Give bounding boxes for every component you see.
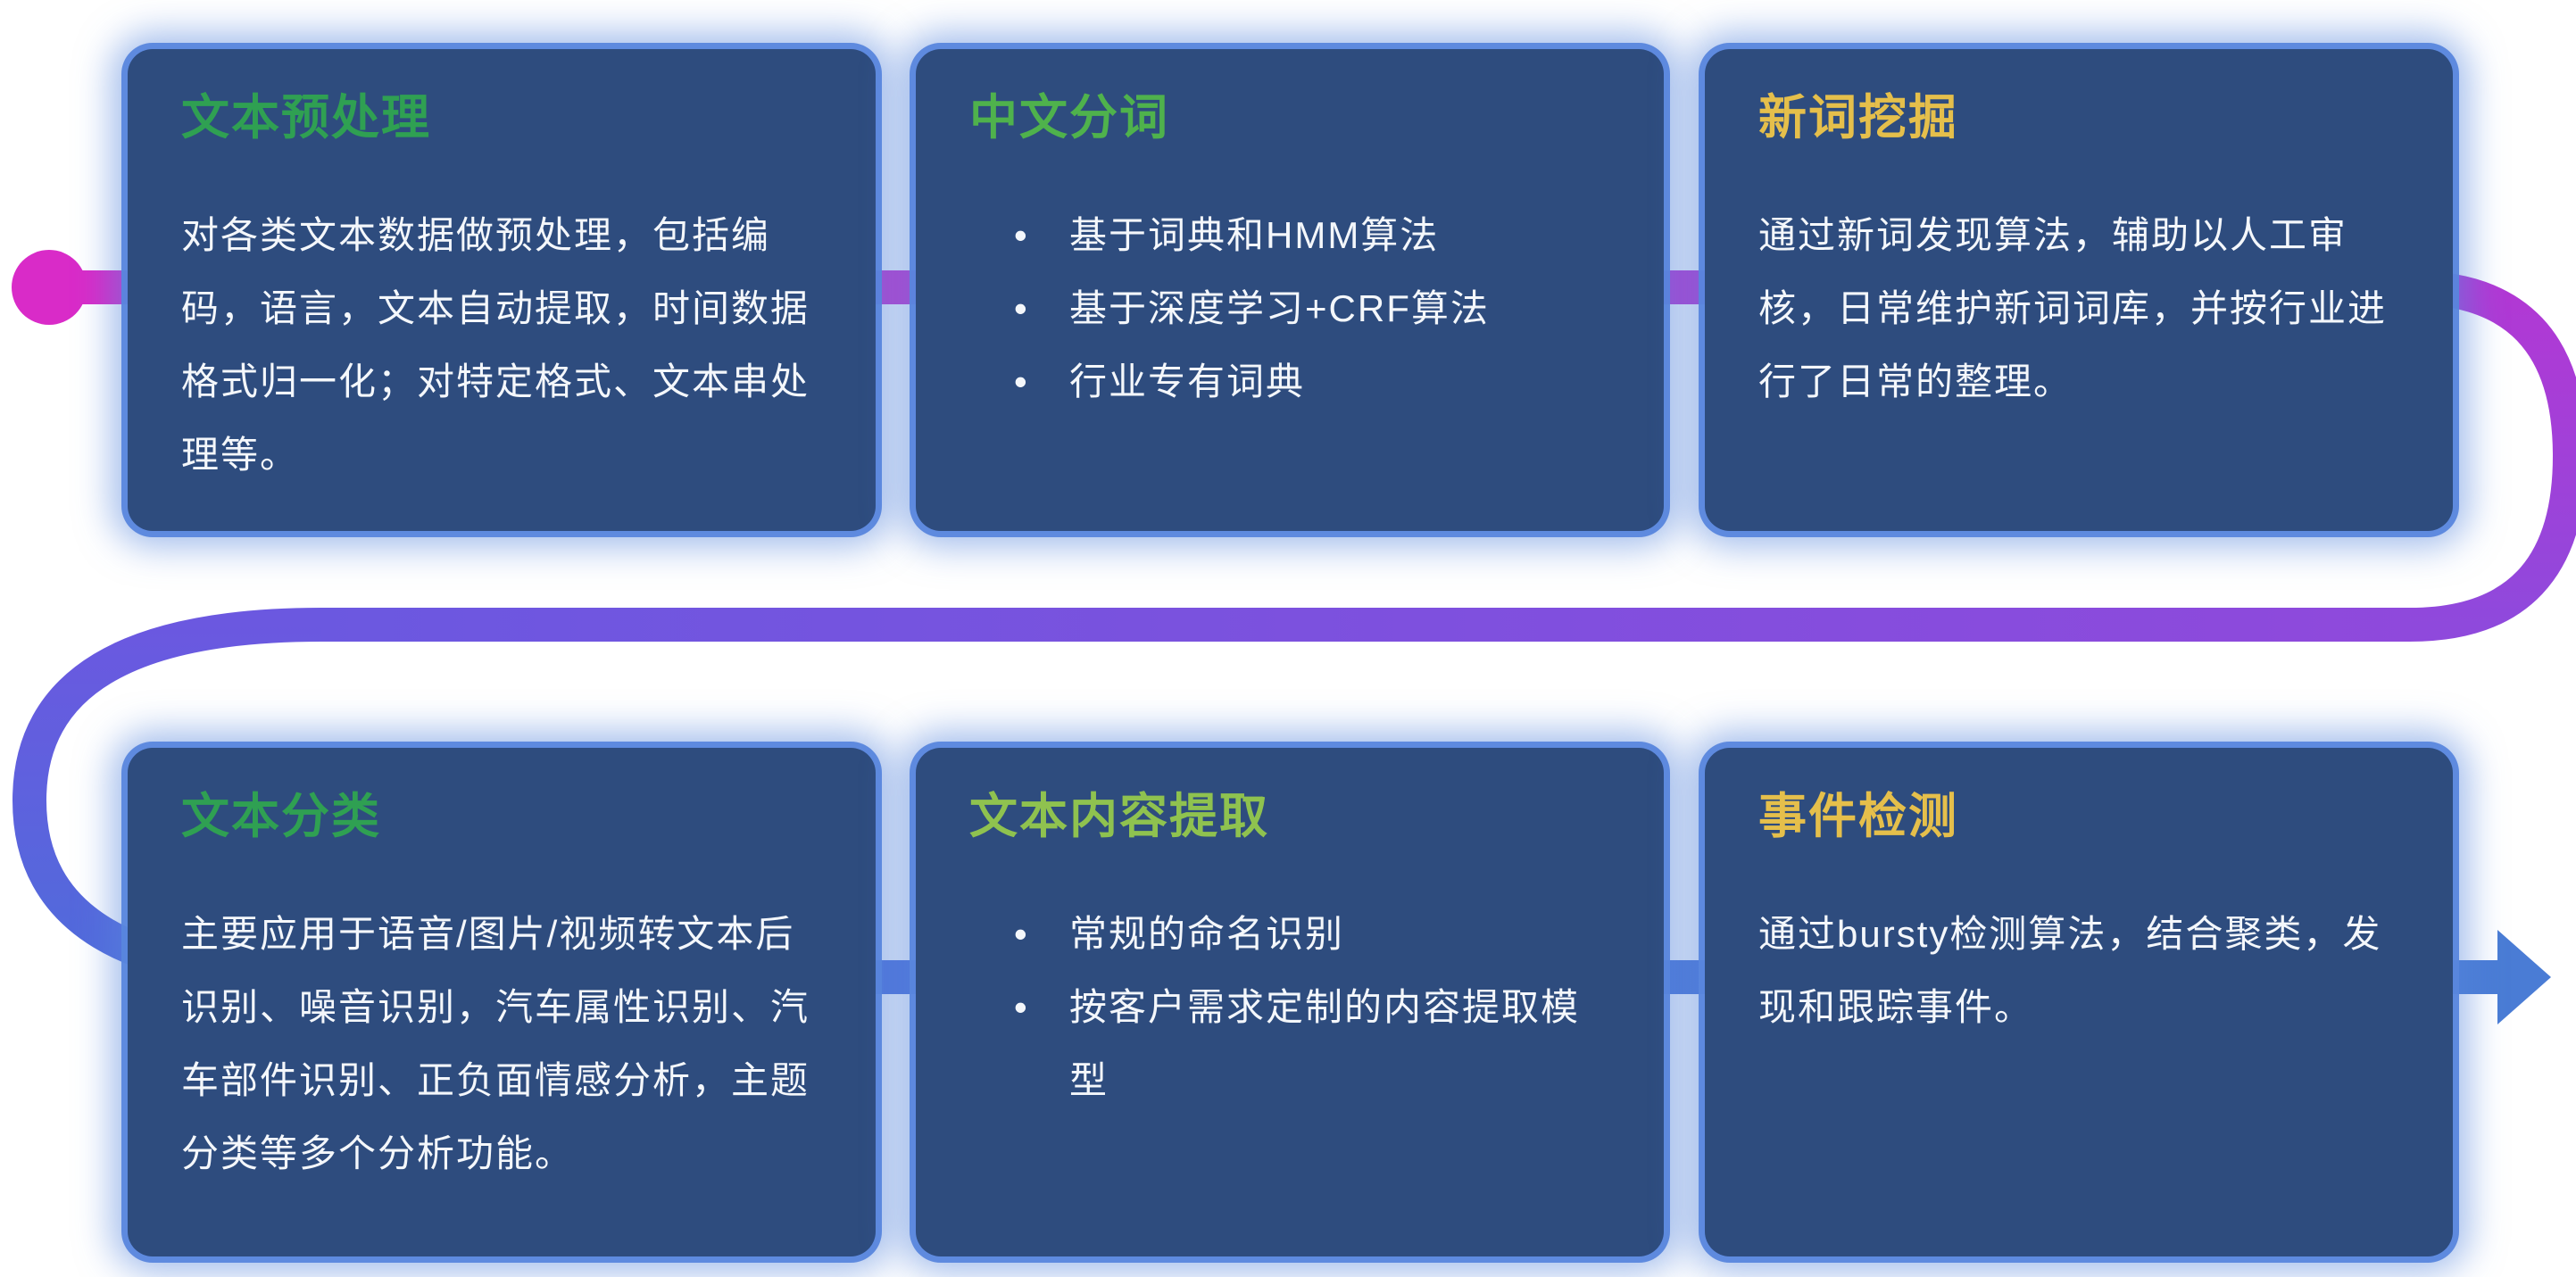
bullet-list: 常规的命名识别 按客户需求定制的内容提取模型 [969, 898, 1610, 1117]
flow-curve-right [2409, 270, 2576, 642]
card-text-classification: 文本分类 主要应用于语音/图片/视频转文本后识别、噪音识别，汽车属性识别、汽车部… [128, 748, 876, 1256]
bullet-list: 基于词典和HMM算法 基于深度学习+CRF算法 行业专有词典 [969, 199, 1610, 419]
card-title: 文本分类 [181, 790, 381, 843]
card-new-word-mining: 新词挖掘 通过新词发现算法，辅助以人工审核，日常维护新词词库，并按行业进行了日常… [1705, 49, 2453, 531]
card-body: 通过新词发现算法，辅助以人工审核，日常维护新词词库，并按行业进行了日常的整理。 [1758, 214, 2388, 402]
card-title: 文本预处理 [181, 91, 431, 145]
card-title: 事件检测 [1758, 790, 1958, 843]
card-event-detection: 事件检测 通过bursty检测算法，结合聚类，发现和跟踪事件。 [1705, 748, 2453, 1256]
bullet-item: 按客户需求定制的内容提取模型 [969, 971, 1610, 1117]
card-chinese-word-segmentation: 中文分词 基于词典和HMM算法 基于深度学习+CRF算法 行业专有词典 [916, 49, 1664, 531]
card-text-content-extraction: 文本内容提取 常规的命名识别 按客户需求定制的内容提取模型 [916, 748, 1664, 1256]
card-title: 新词挖掘 [1758, 91, 1958, 145]
card-body: 主要应用于语音/图片/视频转文本后识别、噪音识别，汽车属性识别、汽车部件识别、正… [181, 913, 810, 1174]
bullet-item: 基于词典和HMM算法 [969, 199, 1610, 272]
bullet-item: 基于深度学习+CRF算法 [969, 272, 1610, 345]
arrow-right-icon [2497, 930, 2551, 1024]
card-title: 文本内容提取 [969, 790, 1269, 843]
card-text-preprocessing: 文本预处理 对各类文本数据做预处理，包括编码，语言，文本自动提取，时间数据格式归… [128, 49, 876, 531]
flow-start-dot-icon [12, 250, 87, 325]
bullet-item: 常规的命名识别 [969, 898, 1610, 971]
bullet-item: 行业专有词典 [969, 345, 1610, 419]
card-body: 对各类文本数据做预处理，包括编码，语言，文本自动提取，时间数据格式归一化；对特定… [181, 214, 810, 476]
card-title: 中文分词 [969, 91, 1169, 145]
card-body: 通过bursty检测算法，结合聚类，发现和跟踪事件。 [1758, 913, 2382, 1028]
